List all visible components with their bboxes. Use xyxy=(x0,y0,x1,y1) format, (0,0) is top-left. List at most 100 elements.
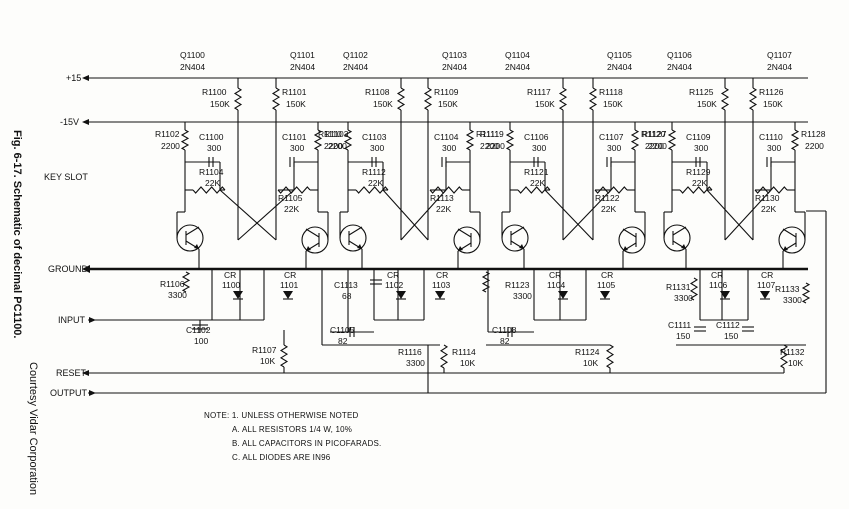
resistor-value: 150K xyxy=(603,99,623,109)
note-line-1: NOTE: 1. UNLESS OTHERWISE NOTED xyxy=(204,411,359,420)
resistor-value: 22K xyxy=(530,178,545,188)
resistor-ref: R1103 xyxy=(324,129,349,139)
resistor-value: 2200 xyxy=(328,141,347,151)
capacitor-ref: C1103 xyxy=(362,132,387,142)
arrow-reset xyxy=(82,370,89,376)
part-value-c1111: 150 xyxy=(676,331,690,341)
transistor-label: Q1100 xyxy=(180,50,205,60)
part-value-c1108: 82 xyxy=(500,336,510,346)
resistor-ref: R1130 xyxy=(755,193,780,203)
resistor-ref: R1118 xyxy=(599,87,623,97)
part-ref-c1105: C1105 xyxy=(330,325,355,335)
transistor-Q1107-collector xyxy=(782,228,797,238)
part-ref-c1112: C1112 xyxy=(716,320,740,330)
resistor-R1120 xyxy=(630,129,640,151)
transistor-Q1104-arrow xyxy=(519,244,524,249)
capacitor-value: 300 xyxy=(370,143,384,153)
note-line-4: C. ALL DIODES ARE IN96 xyxy=(232,453,331,462)
resistor-ref: R1111 xyxy=(476,129,499,139)
resistor-R1109 xyxy=(423,87,433,111)
diode-number: 1103 xyxy=(432,280,451,290)
diode-number: 1107 xyxy=(757,280,776,290)
resistor-value: 150K xyxy=(535,99,555,109)
resistor-R1102 xyxy=(180,129,190,151)
transistor-Q1106-arrow xyxy=(681,244,686,249)
transistor-Q1104 xyxy=(501,224,529,252)
transistor-Q1101-collector xyxy=(305,228,320,238)
resistor-value: 2200 xyxy=(645,141,664,151)
diode-CR1101 xyxy=(283,291,293,299)
resistor-ref: R1128 xyxy=(801,129,826,139)
resistor-R1108 xyxy=(396,87,406,111)
cross-wire xyxy=(562,189,612,241)
diode-number: 1101 xyxy=(280,280,299,290)
figure-credit: Courtesy Vidar Corporation xyxy=(27,362,39,495)
capacitor-ref: C1100 xyxy=(199,132,224,142)
diode-number: 1100 xyxy=(222,280,241,290)
part-ref-c1102: C1102 xyxy=(186,325,211,335)
resistor-R1126 xyxy=(748,87,758,111)
transistor-label: Q1105 xyxy=(607,50,632,60)
transistor-Q1105-arrow xyxy=(623,246,628,251)
cross-wire xyxy=(219,189,277,241)
arrow-plus15 xyxy=(82,75,89,81)
transistor-Q1106-collector xyxy=(672,226,687,236)
part-value-r1114: 10K xyxy=(460,358,475,368)
resistor-ref: R1109 xyxy=(434,87,459,97)
transistor-type: 2N404 xyxy=(290,62,315,72)
resistor-ref: R1129 xyxy=(686,167,711,177)
resistor-ref: R1122 xyxy=(595,193,620,203)
resistor-R1111 xyxy=(465,129,475,151)
transistor-type: 2N404 xyxy=(180,62,205,72)
transistor-Q1100 xyxy=(176,224,204,252)
resistor-R1104 xyxy=(192,186,226,194)
transistor-label: Q1107 xyxy=(767,50,792,60)
resistor-value: 22K xyxy=(692,178,707,188)
capacitor-value: 300 xyxy=(694,143,708,153)
capacitor-ref: C1104 xyxy=(434,132,459,142)
resistor-R1121 xyxy=(517,186,551,194)
transistor-Q1107 xyxy=(778,226,806,254)
resistor-ref: R1127 xyxy=(642,129,667,139)
diode-CR1105 xyxy=(600,291,610,299)
transistor-Q1103 xyxy=(453,226,481,254)
resistor-R1107 xyxy=(279,344,289,368)
resistor-value: 22K xyxy=(761,204,776,214)
part-value-r1106: 3300 xyxy=(168,290,187,300)
part-ref-r1106: R1106 xyxy=(160,279,185,289)
cross-wire xyxy=(544,189,594,241)
resistor-R1110 xyxy=(343,129,353,151)
rails xyxy=(82,75,826,396)
resistor-R1101 xyxy=(271,87,281,111)
part-ref-r1133: R1133 xyxy=(775,284,800,294)
capacitor-value: 300 xyxy=(290,143,304,153)
bottom-wiring xyxy=(192,210,827,393)
part-value-r1132: 10K xyxy=(788,358,803,368)
part-value-c1112: 150 xyxy=(724,331,738,341)
resistor-R1129 xyxy=(679,186,713,194)
part-value-r1123: 3300 xyxy=(513,291,532,301)
resistor-R1124 xyxy=(605,344,615,369)
resistor-R1125 xyxy=(720,87,730,111)
transistor-Q1103-collector xyxy=(457,228,472,238)
flip-flop-stages: Q11002N404Q11012N404R1100150KR1101150KR1… xyxy=(155,50,826,373)
diode-CR1103 xyxy=(435,291,445,299)
transistor-Q1107-arrow xyxy=(783,246,788,251)
resistor-R1119 xyxy=(505,129,515,151)
part-value-c1102: 100 xyxy=(194,336,208,346)
resistor-ref: R1119 xyxy=(480,129,504,139)
transistor-Q1102-collector xyxy=(348,226,363,236)
arrow-output xyxy=(89,390,96,396)
resistor-ref: R1101 xyxy=(282,87,307,97)
transistor-label: Q1104 xyxy=(505,50,530,60)
resistor-ref: R1105 xyxy=(278,193,303,203)
note-line-2: A. ALL RESISTORS 1/4 W, 10% xyxy=(232,425,352,434)
transistor-label: Q1103 xyxy=(442,50,467,60)
transistor-Q1105 xyxy=(618,226,646,254)
resistor-ref: R1117 xyxy=(527,87,551,97)
diode-ref: CR xyxy=(711,270,723,280)
part-ref-c1113: C1113 xyxy=(334,280,358,290)
diode-number: 1105 xyxy=(597,280,616,290)
resistor-value: 22K xyxy=(601,204,616,214)
transistor-type: 2N404 xyxy=(343,62,368,72)
